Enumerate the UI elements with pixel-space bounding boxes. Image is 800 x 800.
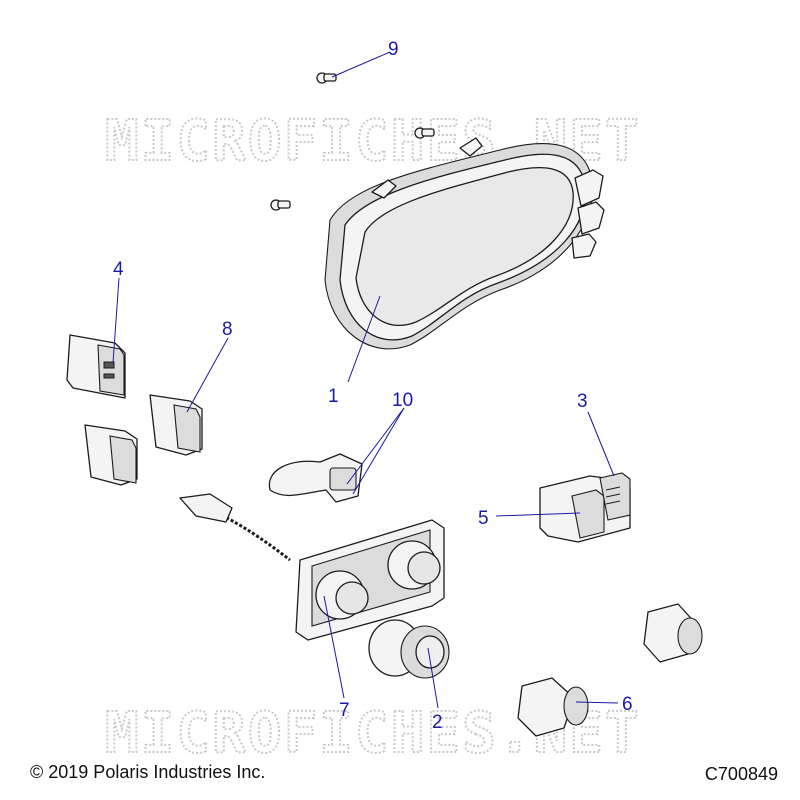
power-outlet-upper-part xyxy=(643,603,703,663)
callout-9: 9 xyxy=(388,39,399,60)
drawing-number: C700849 xyxy=(704,764,778,784)
leader-4 xyxy=(112,277,120,364)
control-panel-part xyxy=(179,493,445,641)
callout-6: 6 xyxy=(622,694,633,715)
harness-connector-part xyxy=(268,453,363,503)
callout-2: 2 xyxy=(432,712,443,733)
callout-5: 5 xyxy=(478,508,489,529)
leader-7 xyxy=(323,595,345,699)
callout-10: 10 xyxy=(392,390,413,411)
leader-3 xyxy=(587,411,615,477)
leader-10a xyxy=(346,407,405,485)
leader-9 xyxy=(331,51,391,78)
leader-2 xyxy=(427,647,439,709)
leader-5 xyxy=(495,512,581,517)
callout-8: 8 xyxy=(222,319,233,340)
leader-1 xyxy=(347,295,381,383)
copyright-notice: © 2019 Polaris Industries Inc. xyxy=(30,762,266,782)
switch-pair-part xyxy=(539,472,631,543)
rocker-switch-4-part xyxy=(66,334,126,399)
leader-8 xyxy=(186,337,229,413)
switch-blank-lower-part xyxy=(84,424,138,486)
power-outlet-lower-part xyxy=(517,677,589,737)
callout-4: 4 xyxy=(113,259,124,280)
instrument-cluster-part xyxy=(324,137,605,350)
leader-10b xyxy=(352,407,405,495)
callout-7: 7 xyxy=(339,700,350,721)
leader-lines xyxy=(112,51,619,709)
callout-labels: 1 2 3 4 5 6 7 8 9 10 xyxy=(113,39,633,733)
callout-1: 1 xyxy=(328,386,339,407)
callout-3: 3 xyxy=(577,391,588,412)
rotary-knob-part xyxy=(368,619,450,679)
leader-6 xyxy=(575,701,619,704)
screw-part xyxy=(270,72,435,211)
switch-blank-upper-part xyxy=(149,394,203,456)
